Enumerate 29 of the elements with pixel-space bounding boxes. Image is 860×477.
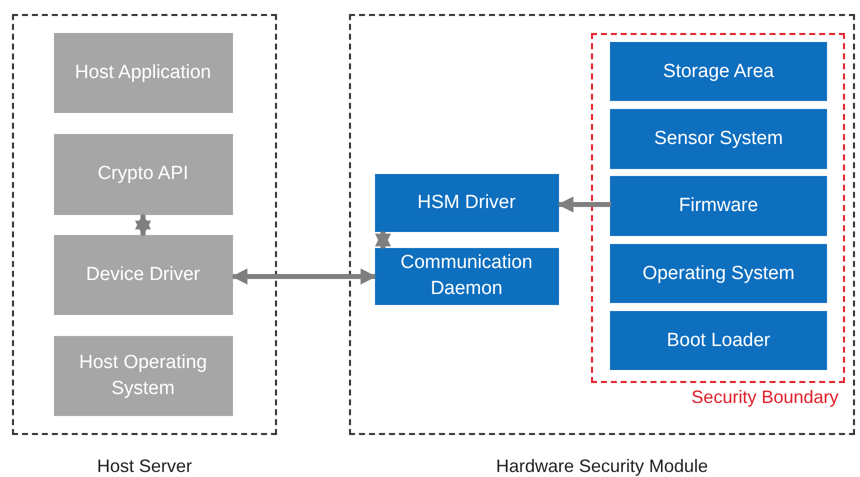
- arrow: [375, 230, 391, 250]
- component-box: [610, 42, 827, 101]
- component-box: [54, 134, 232, 214]
- arrow: [557, 196, 611, 212]
- group-title: Host Server: [96, 456, 194, 477]
- component-box: [374, 174, 558, 232]
- component-box: [610, 244, 827, 303]
- box-label: HSM Driver: [417, 190, 516, 215]
- component-box: [610, 311, 827, 370]
- box-label: Communication Daemon: [400, 251, 534, 301]
- component-box: [610, 109, 827, 169]
- arrow: [135, 213, 151, 237]
- box-label: Storage Area: [663, 60, 774, 84]
- box-label: Device Driver: [86, 262, 200, 287]
- box-label: Host Operating System: [78, 350, 208, 400]
- component-box: [54, 234, 232, 314]
- box-label: Host Application: [74, 60, 212, 85]
- box-label: Operating System: [642, 262, 795, 286]
- box-label: Boot Loader: [666, 328, 770, 353]
- group-title: Hardware Security Module: [494, 456, 710, 477]
- component-box: [374, 248, 558, 304]
- box-label: Firmware: [678, 194, 758, 218]
- box-label: Crypto API: [98, 162, 188, 186]
- component-box: [54, 336, 232, 416]
- component-box: [54, 32, 232, 112]
- component-box: [610, 176, 827, 236]
- boundary-label: Security Boundary: [691, 386, 838, 408]
- arrow: [231, 268, 377, 284]
- box-label: Sensor System: [654, 127, 783, 152]
